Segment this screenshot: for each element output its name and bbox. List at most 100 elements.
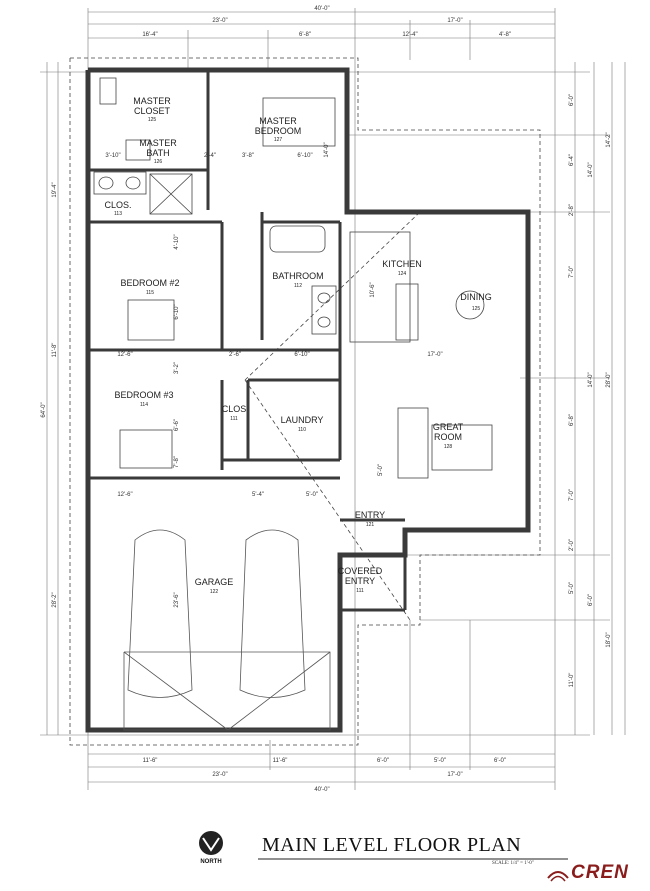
brand-logo-text: CREN bbox=[571, 862, 629, 883]
room-label: BATHROOM bbox=[272, 271, 323, 281]
room-label: MASTER bbox=[139, 138, 177, 148]
dim-top-left: 23'-0" bbox=[212, 18, 227, 24]
dim-interior: 6'-10" bbox=[297, 153, 312, 159]
room-number: 115 bbox=[146, 290, 154, 296]
dim-top-seg: 12'-4" bbox=[402, 32, 417, 38]
room-label: CLOS bbox=[222, 404, 247, 414]
room-number: 112 bbox=[294, 283, 302, 289]
dim-interior: 6'-6" bbox=[174, 419, 180, 431]
dim-interior: 14'-0" bbox=[324, 142, 330, 157]
dim-interior: 2'-4" bbox=[204, 153, 216, 159]
north-arrow-icon bbox=[199, 831, 223, 855]
room-number: 113 bbox=[114, 211, 122, 217]
dim-right-seg: 6'-8" bbox=[569, 414, 575, 426]
dim-interior: 7'-8" bbox=[174, 456, 180, 468]
cren-logo-icon bbox=[547, 871, 569, 882]
room-labels: MASTER CLOSET 125 MASTER BEDROOM 127 MAS… bbox=[104, 96, 491, 595]
dim-left-lower: 28'-2" bbox=[52, 592, 58, 607]
dimension-labels: 40'-0" 23'-0" 17'-0" 16'-4" 6'-8" 12'-4"… bbox=[41, 6, 612, 793]
room-label: ENTRY bbox=[345, 576, 375, 586]
dim-right-seg: 2'-8" bbox=[569, 204, 575, 216]
dim-bottom-left: 23'-0" bbox=[212, 772, 227, 778]
room-label: GARAGE bbox=[195, 577, 234, 587]
room-label: BATH bbox=[146, 148, 169, 158]
room-number: 111 bbox=[356, 588, 364, 594]
dim-right-overall: 28'-0" bbox=[606, 372, 612, 387]
dim-bottom-seg: 6'-0" bbox=[377, 758, 389, 764]
dim-interior: 12'-6" bbox=[117, 492, 132, 498]
fixtures bbox=[93, 77, 493, 479]
dim-bottom-seg: 6'-0" bbox=[494, 758, 506, 764]
dim-interior: 5'-0" bbox=[378, 464, 384, 476]
room-label: CLOS. bbox=[104, 200, 131, 210]
dim-interior: 17'-0" bbox=[427, 352, 442, 358]
dim-right-seg: 6'-0" bbox=[569, 94, 575, 106]
room-number: 122 bbox=[210, 589, 219, 595]
north-label: NORTH bbox=[200, 859, 222, 865]
room-label: ENTRY bbox=[355, 510, 385, 520]
dim-top-seg: 4'-8" bbox=[499, 32, 511, 38]
room-number: 126 bbox=[154, 159, 163, 165]
room-label: KITCHEN bbox=[382, 259, 422, 269]
dim-right-seg: 6'-4" bbox=[569, 154, 575, 166]
room-number: 121 bbox=[366, 522, 375, 528]
roof-outline bbox=[69, 57, 541, 746]
dim-top-right: 17'-0" bbox=[447, 18, 462, 24]
dim-right-seg: 6'-0" bbox=[588, 594, 594, 606]
room-number: 128 bbox=[444, 444, 453, 450]
dim-interior: 5'-4" bbox=[252, 492, 264, 498]
dim-right-top: 14'-2" bbox=[606, 132, 612, 147]
dim-top-seg: 16'-4" bbox=[142, 32, 157, 38]
garage-cars bbox=[123, 529, 331, 731]
room-label: CLOSET bbox=[134, 106, 171, 116]
dim-right-seg: 14'-0" bbox=[588, 162, 594, 177]
scale-note: SCALE: 1/4" = 1'-0" bbox=[492, 861, 534, 866]
room-label: BEDROOM #3 bbox=[114, 390, 173, 400]
dim-right-lower: 18'-0" bbox=[606, 632, 612, 647]
room-label: MASTER bbox=[259, 116, 297, 126]
room-number: 110 bbox=[298, 427, 306, 433]
dim-interior: 5'-0" bbox=[306, 492, 318, 498]
room-number: 124 bbox=[398, 271, 407, 277]
dim-right-seg: 7'-0" bbox=[569, 266, 575, 278]
room-label: COVERED bbox=[338, 566, 383, 576]
interior-walls bbox=[88, 72, 407, 612]
room-label: ROOM bbox=[434, 432, 462, 442]
dim-interior: 3'-2" bbox=[174, 362, 180, 374]
room-number: 114 bbox=[140, 402, 148, 408]
dim-top-seg: 6'-8" bbox=[299, 32, 311, 38]
dim-right-seg: 14'-0" bbox=[588, 372, 594, 387]
room-label: MASTER bbox=[133, 96, 171, 106]
dim-bottom-seg: 11'-6" bbox=[143, 758, 158, 764]
dim-right-seg: 5'-0" bbox=[569, 582, 575, 594]
dim-top-overall: 40'-0" bbox=[314, 6, 329, 12]
dim-interior: 4'-10" bbox=[174, 234, 180, 249]
dim-interior: 6'-10" bbox=[174, 304, 180, 319]
room-number: 127 bbox=[274, 137, 283, 143]
room-label: BEDROOM #2 bbox=[120, 278, 179, 288]
room-label: BEDROOM bbox=[255, 126, 302, 136]
dim-interior: 6'-10" bbox=[294, 352, 309, 358]
dim-left-mid: 11'-8" bbox=[52, 343, 58, 358]
room-number: 111 bbox=[230, 416, 238, 422]
dim-interior: 3'-8" bbox=[242, 153, 254, 159]
dim-left-overall: 64'-0" bbox=[41, 402, 47, 417]
room-label: LAUNDRY bbox=[281, 415, 324, 425]
room-label: DINING bbox=[460, 292, 492, 302]
dim-interior: 10'-6" bbox=[370, 282, 376, 297]
dim-bottom-seg: 5'-0" bbox=[434, 758, 446, 764]
room-label: GREAT bbox=[433, 422, 464, 432]
dim-interior: 2'-6" bbox=[229, 352, 241, 358]
dim-right-seg: 7'-0" bbox=[569, 489, 575, 501]
dim-bottom-right: 17'-0" bbox=[447, 772, 462, 778]
dim-right-seg: 2'-0" bbox=[569, 539, 575, 551]
dim-interior: 3'-10" bbox=[105, 153, 120, 159]
dim-bottom-seg: 11'-6" bbox=[273, 758, 288, 764]
dim-right-seg: 11'-0" bbox=[569, 673, 575, 688]
room-number: 125 bbox=[148, 117, 157, 123]
page-title: MAIN LEVEL FLOOR PLAN bbox=[262, 834, 522, 856]
dim-left-upper: 19'-4" bbox=[52, 182, 58, 197]
dim-interior: 12'-6" bbox=[117, 352, 132, 358]
dim-interior: 23'-6" bbox=[174, 592, 180, 607]
